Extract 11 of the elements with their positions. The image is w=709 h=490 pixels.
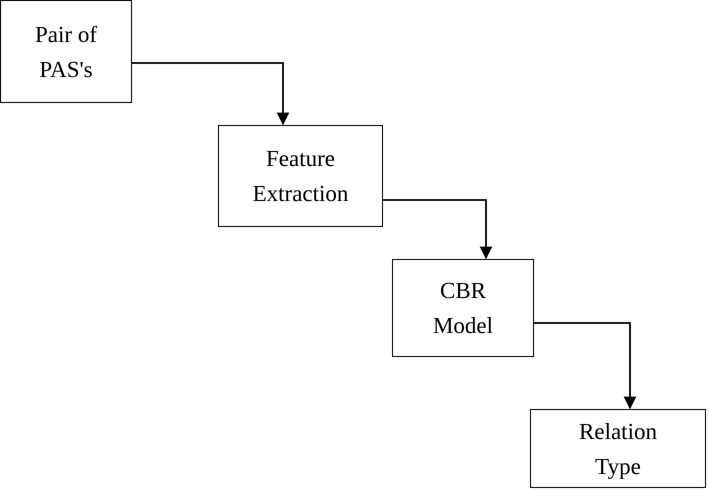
box-label: CBR Model xyxy=(432,277,494,340)
arrow xyxy=(132,62,290,126)
box-label: Relation Type xyxy=(578,418,658,481)
process-box xyxy=(530,409,706,488)
process-box xyxy=(392,259,534,357)
arrow xyxy=(534,322,636,410)
process-box xyxy=(0,0,132,103)
process-box xyxy=(218,125,383,227)
box-label: Pair of PAS's xyxy=(34,20,98,84)
arrow xyxy=(383,199,492,260)
box-label: Feature Extraction xyxy=(252,145,350,208)
